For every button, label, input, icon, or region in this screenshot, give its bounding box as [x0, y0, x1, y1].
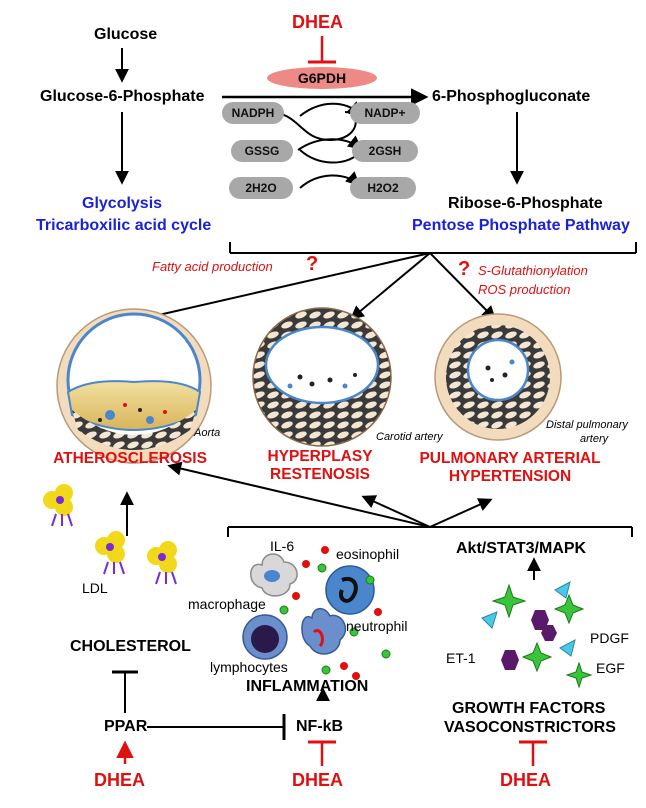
cholesterol-label: CHOLESTEROL — [70, 638, 191, 655]
atherosclerosis-title: ATHEROSCLEROSIS — [53, 450, 207, 467]
egf-label: EGF — [596, 660, 625, 676]
h2o-pill: 2H2O — [229, 177, 293, 199]
growth-title-1: GROWTH FACTORS — [452, 700, 606, 717]
et1-label: ET-1 — [446, 650, 476, 666]
nfkb-label: NF-kB — [296, 718, 344, 735]
carotid-vessel — [252, 307, 392, 447]
ldl-label: LDL — [82, 580, 108, 596]
glutathionylation-label: S-Glutathionylation — [478, 263, 588, 278]
signaling-label: Akt/STAT3/MAPK — [456, 540, 587, 557]
carotid-label: Carotid artery — [376, 431, 443, 443]
dhea-ppar-label: DHEA — [94, 770, 146, 790]
pah-title-1: PULMONARY ARTERIAL — [419, 450, 601, 467]
neutrophil-label: neutrophil — [346, 618, 408, 634]
ros-label: ROS production — [478, 282, 571, 297]
tca-label: Tricarboxilic acid cycle — [36, 217, 212, 234]
aorta-vessel — [56, 308, 212, 464]
hyperplasy-title: HYPERPLASY — [267, 448, 373, 465]
distal-label-1: Distal pulmonary — [546, 419, 628, 431]
dhea-top-label: DHEA — [292, 12, 344, 32]
dhea-growth-label: DHEA — [500, 770, 552, 790]
h2o2-pill: H2O2 — [350, 177, 416, 199]
nadp-pill: NADP+ — [350, 102, 420, 124]
question-mark-right: ? — [458, 258, 471, 280]
il6-label: IL-6 — [270, 538, 295, 554]
dhea-nfkb-label: DHEA — [292, 770, 344, 790]
aorta-label: Aorta — [194, 427, 221, 439]
ppar-label: PPAR — [104, 718, 148, 735]
lymphocytes-label: lymphocytes — [210, 659, 288, 675]
gsh-pill: 2GSH — [352, 140, 418, 162]
macrophage-label: macrophage — [188, 596, 266, 612]
glucose-label: Glucose — [94, 26, 158, 43]
ldl-particles — [43, 484, 177, 585]
inflammation-cells — [242, 546, 391, 680]
r6p-label: Ribose-6-Phosphate — [448, 195, 603, 212]
growth-title-2: VASOCONSTRICTORS — [444, 719, 616, 736]
distal-label-2: artery — [580, 433, 609, 445]
pah-title-2: HYPERTENSION — [448, 468, 572, 485]
question-mark-left: ? — [306, 253, 319, 275]
nadph-pill: NADPH — [222, 102, 284, 124]
ppp-label: Pentose Phosphate Pathway — [412, 217, 630, 234]
g6pdh-enzyme — [267, 67, 377, 89]
pulmonary-vessel — [434, 313, 562, 441]
pdgf-label: PDGF — [590, 630, 629, 646]
gssg-pill: GSSG — [231, 140, 293, 162]
glycolysis-label: Glycolysis — [82, 195, 163, 212]
growth-factor-shapes — [481, 581, 593, 689]
g6pdh-label: G6PDH — [297, 70, 347, 86]
g6p-label: Glucose-6-Phosphate — [40, 88, 205, 105]
restenosis-title: RESTENOSIS — [270, 466, 370, 483]
fatty-acid-label: Fatty acid production — [152, 259, 273, 274]
eosinophil-label: eosinophil — [336, 546, 400, 562]
inflammation-title: INFLAMMATION — [246, 678, 369, 695]
6pg-label: 6-Phosphogluconate — [432, 88, 591, 105]
